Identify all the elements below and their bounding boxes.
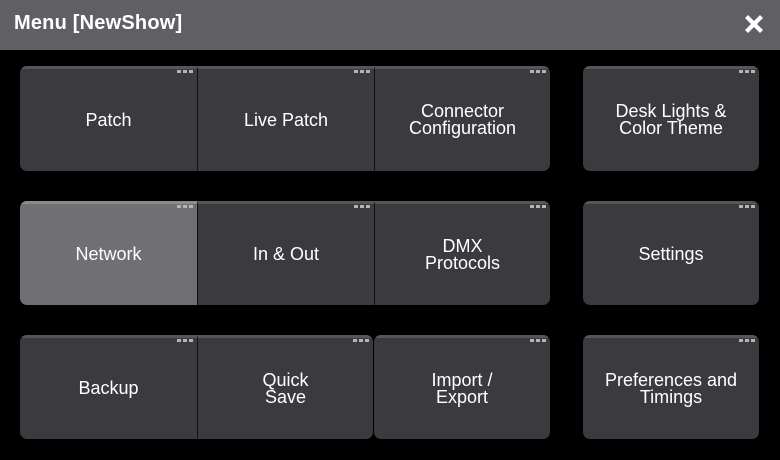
more-options-icon bbox=[354, 204, 370, 210]
tile-settings[interactable]: Settings bbox=[583, 201, 759, 305]
tile-label: Backup bbox=[78, 378, 139, 398]
more-options-icon bbox=[530, 204, 546, 210]
more-options-icon bbox=[739, 338, 755, 344]
tile-label: In & Out bbox=[252, 244, 320, 264]
tile-group-row-1: Patch Live Patch Connector Configuration bbox=[20, 66, 550, 171]
tile-backup[interactable]: Backup bbox=[20, 335, 197, 439]
more-options-icon bbox=[353, 338, 369, 344]
tile-label: Preferences and Timings bbox=[604, 369, 738, 407]
tile-group-desk-lights: Desk Lights & Color Theme bbox=[583, 66, 759, 171]
tile-group-settings: Settings bbox=[583, 201, 759, 305]
close-icon[interactable] bbox=[740, 10, 768, 38]
tile-connector-configuration[interactable]: Connector Configuration bbox=[374, 66, 550, 171]
tile-in-out[interactable]: In & Out bbox=[197, 201, 374, 305]
tile-group-row-2: Network In & Out DMX Protocols bbox=[20, 201, 550, 305]
more-options-icon bbox=[530, 338, 546, 344]
more-options-icon bbox=[739, 204, 755, 210]
tile-live-patch[interactable]: Live Patch bbox=[197, 66, 374, 171]
tile-group-row-3: Backup Quick Save bbox=[20, 335, 373, 439]
tile-desk-lights[interactable]: Desk Lights & Color Theme bbox=[583, 66, 759, 171]
tile-network[interactable]: Network bbox=[20, 201, 197, 305]
tile-preferences[interactable]: Preferences and Timings bbox=[583, 335, 759, 439]
more-options-icon bbox=[530, 69, 546, 75]
tile-group-import-export: Import / Export bbox=[374, 335, 550, 439]
tile-patch[interactable]: Patch bbox=[20, 66, 197, 171]
tile-label: Patch bbox=[85, 109, 132, 130]
tile-label: Network bbox=[75, 244, 142, 264]
tile-label: Desk Lights & Color Theme bbox=[615, 101, 727, 138]
more-options-icon bbox=[177, 204, 193, 210]
tile-quick-save[interactable]: Quick Save bbox=[197, 335, 373, 439]
more-options-icon bbox=[739, 69, 755, 75]
more-options-icon bbox=[354, 69, 370, 75]
tile-import-export[interactable]: Import / Export bbox=[374, 335, 550, 439]
tile-label: Live Patch bbox=[243, 109, 329, 130]
tile-dmx-protocols[interactable]: DMX Protocols bbox=[374, 201, 550, 305]
tile-label: Quick Save bbox=[262, 369, 309, 407]
window-title: Menu [NewShow] bbox=[14, 12, 183, 34]
tile-label: DMX Protocols bbox=[424, 235, 501, 273]
tile-label: Settings bbox=[638, 244, 704, 264]
more-options-icon bbox=[177, 338, 193, 344]
tile-label: Connector Configuration bbox=[408, 101, 517, 138]
title-bar: Menu [NewShow] bbox=[0, 0, 780, 50]
tile-label: Import / Export bbox=[431, 369, 493, 407]
more-options-icon bbox=[177, 69, 193, 75]
tile-group-preferences: Preferences and Timings bbox=[583, 335, 759, 439]
